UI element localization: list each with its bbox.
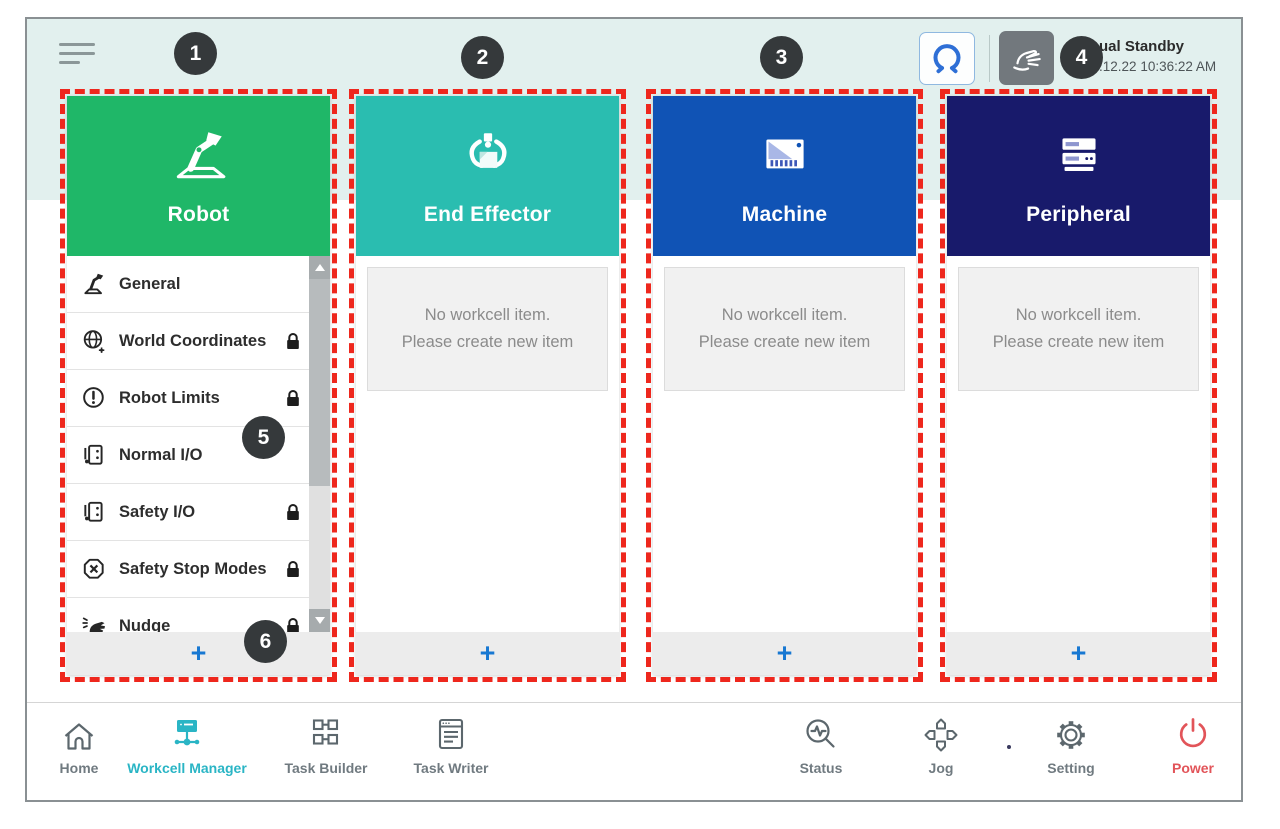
plus-icon: + xyxy=(479,638,496,668)
nav-jog[interactable]: Jog xyxy=(881,715,1001,776)
empty-line2: Please create new item xyxy=(992,333,1165,351)
empty-line1: No workcell item. xyxy=(424,306,551,324)
plus-icon: + xyxy=(776,638,793,668)
list-item-label: Safety I/O xyxy=(119,502,196,521)
nudge-hand-icon xyxy=(82,617,106,632)
nav-task-writer[interactable]: Task Writer xyxy=(391,715,511,776)
peripheral-icon xyxy=(1061,138,1096,171)
setting-icon xyxy=(1057,721,1085,749)
robot-item-list: General World Coordinates xyxy=(67,256,330,632)
jog-icon xyxy=(924,718,958,752)
workcell-column-robot: Robot General xyxy=(67,96,330,675)
list-item-normal-io[interactable]: Normal I/O xyxy=(67,427,309,484)
list-item-safety-io[interactable]: Safety I/O xyxy=(67,484,309,541)
peripheral-header[interactable]: Peripheral xyxy=(947,96,1210,256)
plus-icon: + xyxy=(1070,638,1087,668)
io-icon xyxy=(84,444,103,465)
app-window: Manual Standby 2022.12.22 10:36:22 AM Ro… xyxy=(25,17,1243,802)
callout-badge-4: 4 xyxy=(1060,36,1103,79)
scrollbar[interactable] xyxy=(309,256,330,632)
triangle-down-icon xyxy=(314,617,325,624)
callout-badge-6: 6 xyxy=(244,620,287,663)
plus-icon: + xyxy=(190,638,207,668)
triangle-up-icon xyxy=(314,264,325,271)
status-timestamp: 2022.12.22 10:36:22 AM xyxy=(1069,59,1217,74)
add-machine-item-button[interactable]: + xyxy=(653,632,916,675)
menu-button[interactable] xyxy=(59,43,95,70)
empty-line2: Please create new item xyxy=(698,333,871,351)
gripper-icon xyxy=(469,133,506,168)
column-title: End Effector xyxy=(423,203,552,226)
add-peripheral-item-button[interactable]: + xyxy=(947,632,1210,675)
empty-line2: Please create new item xyxy=(401,333,574,351)
nav-workcell-manager[interactable]: Workcell Manager xyxy=(112,715,262,776)
empty-line1: No workcell item. xyxy=(1015,306,1142,324)
nav-status[interactable]: Status xyxy=(761,715,881,776)
nav-home[interactable]: Home xyxy=(27,715,139,776)
list-item-nudge[interactable]: Nudge xyxy=(67,598,309,632)
io-icon xyxy=(84,501,103,522)
world-coordinates-icon xyxy=(83,330,105,353)
nav-task-builder[interactable]: Task Builder xyxy=(266,715,386,776)
gripper-icon xyxy=(933,43,961,73)
manual-mode-button[interactable] xyxy=(999,31,1054,85)
robot-arm-icon xyxy=(84,273,104,295)
end-effector-header[interactable]: End Effector xyxy=(356,96,619,256)
column-title: Peripheral xyxy=(1026,203,1131,226)
list-item-label: Robot Limits xyxy=(119,388,220,407)
list-item-safety-stop-modes[interactable]: Safety Stop Modes xyxy=(67,541,309,598)
robot-limits-icon xyxy=(83,387,104,408)
workcell-column-end-effector: End Effector No workcell item. Please cr… xyxy=(356,96,619,675)
workcell-column-peripheral: Peripheral No workcell item. Please crea… xyxy=(947,96,1210,675)
bottom-navigation: Home Workcell Manager Task Builder xyxy=(27,702,1241,800)
empty-state: No workcell item. Please create new item xyxy=(958,267,1199,391)
empty-state: No workcell item. Please create new item xyxy=(664,267,905,391)
list-item-label: Normal I/O xyxy=(119,445,203,464)
task-builder-icon xyxy=(312,719,339,745)
empty-line1: No workcell item. xyxy=(721,306,848,324)
add-robot-item-button[interactable]: + xyxy=(67,632,330,675)
list-item-label: Safety Stop Modes xyxy=(119,559,267,578)
stop-octagon-icon xyxy=(83,558,104,579)
column-title: Machine xyxy=(741,203,828,226)
machine-header[interactable]: Machine xyxy=(653,96,916,256)
list-item-general[interactable]: General xyxy=(67,256,309,313)
list-item-world-coordinates[interactable]: World Coordinates xyxy=(67,313,309,370)
hamburger-icon xyxy=(59,43,95,46)
robot-mode-button[interactable] xyxy=(919,32,975,85)
empty-state: No workcell item. Please create new item xyxy=(367,267,608,391)
nav-power[interactable]: Power xyxy=(1133,715,1241,776)
lock-icon xyxy=(287,390,299,407)
lock-icon xyxy=(287,504,299,521)
topbar-divider xyxy=(989,35,990,82)
lock-icon xyxy=(287,333,299,350)
callout-badge-5: 5 xyxy=(242,416,285,459)
list-item-label: Nudge xyxy=(119,616,171,633)
nav-setting[interactable]: Setting xyxy=(1011,715,1131,776)
robot-arm-icon xyxy=(176,132,225,179)
callout-badge-2: 2 xyxy=(461,36,504,79)
add-end-effector-item-button[interactable]: + xyxy=(356,632,619,675)
list-item-label: World Coordinates xyxy=(119,331,267,350)
callout-badge-1: 1 xyxy=(174,32,217,75)
nav-separator-dot xyxy=(1007,745,1011,749)
scroll-down-button[interactable] xyxy=(309,609,330,632)
lock-icon xyxy=(287,561,299,578)
task-writer-icon xyxy=(438,718,464,750)
list-item-robot-limits[interactable]: Robot Limits xyxy=(67,370,309,427)
power-icon xyxy=(1179,718,1207,748)
workcell-manager-icon xyxy=(174,720,200,746)
lock-icon xyxy=(287,618,299,632)
column-title: Robot xyxy=(167,203,230,226)
scroll-up-button[interactable] xyxy=(309,256,330,279)
workcell-column-machine: Machine No workcell item. Please create … xyxy=(653,96,916,675)
machine-icon xyxy=(765,139,804,169)
status-icon xyxy=(806,719,835,748)
list-item-label: General xyxy=(119,274,181,293)
robot-header[interactable]: Robot xyxy=(67,96,330,256)
scrollbar-thumb[interactable] xyxy=(309,279,330,486)
callout-badge-3: 3 xyxy=(760,36,803,79)
hand-icon xyxy=(1012,50,1041,71)
home-icon xyxy=(64,723,94,750)
